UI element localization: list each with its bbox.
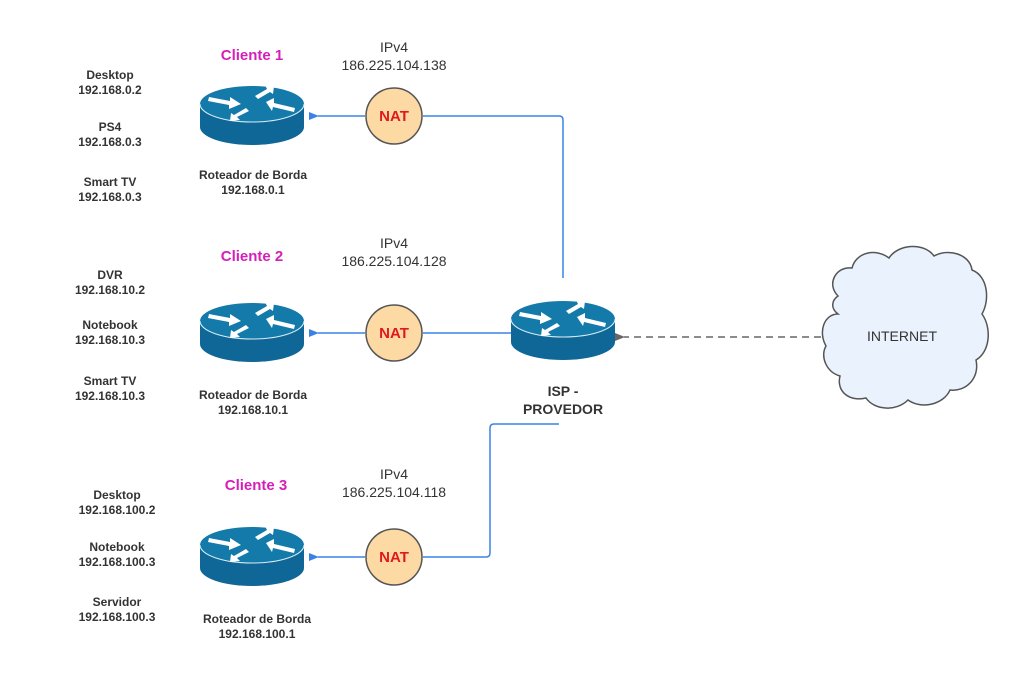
links bbox=[309, 112, 821, 561]
device-name: Smart TV bbox=[83, 374, 137, 388]
router-label: Roteador de Borda bbox=[198, 168, 307, 182]
nat-node-client2: NAT bbox=[365, 304, 423, 362]
device-ip: 192.168.10.2 bbox=[74, 283, 146, 297]
nat-node-client1: NAT bbox=[365, 87, 423, 145]
device-ip: 192.168.0.3 bbox=[78, 190, 142, 204]
router-label: Roteador de Borda bbox=[202, 612, 311, 626]
router-ip: 192.168.10.1 bbox=[217, 403, 289, 417]
router-icon-client3 bbox=[199, 525, 305, 587]
router-icon-client1 bbox=[199, 84, 305, 146]
public-ip: 186.225.104.128 bbox=[341, 253, 447, 269]
isp-label-line1: ISP - bbox=[547, 383, 579, 399]
device-name: Notebook bbox=[89, 540, 145, 554]
device-ip: 192.168.0.2 bbox=[78, 83, 142, 97]
device-name: Notebook bbox=[82, 318, 138, 332]
client-title: Cliente 3 bbox=[224, 477, 288, 494]
device-name: PS4 bbox=[98, 120, 122, 134]
ipv4-label: IPv4 bbox=[379, 466, 408, 482]
router-icon-isp bbox=[510, 299, 616, 361]
nat-label: NAT bbox=[379, 549, 409, 566]
nat-label: NAT bbox=[379, 325, 409, 342]
device-name: Desktop bbox=[86, 68, 134, 82]
internet-cloud: INTERNET bbox=[821, 245, 989, 409]
ipv4-label: IPv4 bbox=[379, 39, 408, 55]
client-title: Cliente 1 bbox=[220, 47, 284, 64]
device-ip: 192.168.100.2 bbox=[78, 503, 156, 517]
client-title: Cliente 2 bbox=[220, 248, 284, 265]
device-name: DVR bbox=[97, 268, 123, 282]
device-ip: 192.168.10.3 bbox=[74, 389, 146, 403]
router-ip: 192.168.0.1 bbox=[221, 183, 285, 197]
nat-label: NAT bbox=[379, 108, 409, 125]
device-ip: 192.168.100.3 bbox=[78, 555, 156, 569]
router-icon-client2 bbox=[199, 301, 305, 363]
link-isp-nat3 bbox=[423, 423, 559, 558]
device-ip: 192.168.100.3 bbox=[78, 610, 156, 624]
device-ip: 192.168.0.3 bbox=[78, 135, 142, 149]
nat-node-client3: NAT bbox=[365, 528, 423, 586]
link-isp-nat1 bbox=[423, 115, 564, 278]
device-name: Servidor bbox=[92, 595, 142, 609]
device-ip: 192.168.10.3 bbox=[74, 333, 146, 347]
public-ip: 186.225.104.138 bbox=[341, 57, 447, 73]
device-name: Desktop bbox=[93, 488, 141, 502]
router-ip: 192.168.100.1 bbox=[218, 627, 296, 641]
ipv4-label: IPv4 bbox=[379, 235, 408, 251]
isp-label-line2: PROVEDOR bbox=[522, 401, 604, 417]
public-ip: 186.225.104.118 bbox=[341, 484, 447, 500]
device-name: Smart TV bbox=[83, 175, 137, 189]
router-label: Roteador de Borda bbox=[198, 388, 307, 402]
internet-label: INTERNET bbox=[867, 328, 937, 344]
